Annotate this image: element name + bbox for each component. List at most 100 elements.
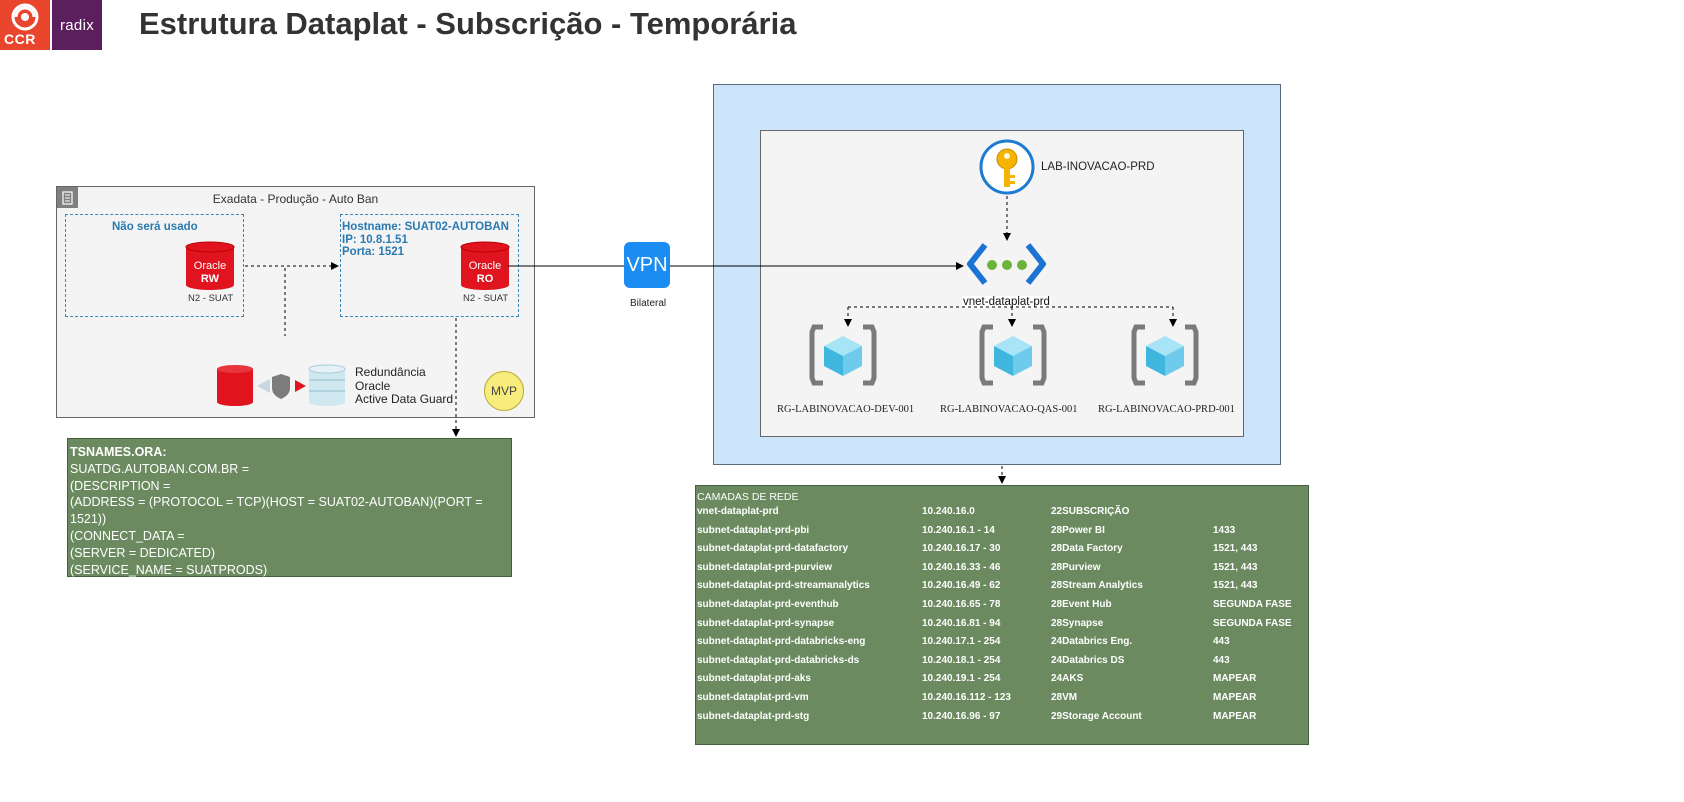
ip-range: 10.240.17.1 - 254 [922,636,1001,648]
subnet-name: vnet-dataplat-prd [697,506,779,517]
network-row: subnet-dataplat-prd-streamanalytics 10.24… [696,580,1308,598]
subnet-name: subnet-dataplat-prd-stg [697,710,810,722]
subnet-name: subnet-dataplat-prd-synapse [697,617,835,629]
primary-db-icon [217,365,253,406]
subnet-purpose: 22SUBSCRIÇÃO [1051,506,1130,517]
ports: MAPEAR [1213,710,1257,722]
ip-range: 10.240.16.33 - 46 [922,561,1001,573]
subnet-purpose: 28Event Hub [1051,599,1112,610]
page-title: Estrutura Dataplat - Subscrição - Tempor… [139,6,797,41]
resource-group-qas-icon [979,324,1047,386]
ports: SEGUNDA FASE [1213,617,1292,629]
ip-range: 10.240.16.96 - 97 [922,710,1001,722]
standby-db-icon [308,364,346,406]
ports: MAPEAR [1213,692,1257,703]
oracle-ro-database-icon [460,241,510,290]
oracle-rw-tag: N2 - SUAT [188,293,234,304]
ip-range: 10.240.16.0 [922,506,975,517]
mvp-badge: MVP [484,371,524,411]
ip-range: 10.240.16.17 - 30 [922,543,1001,555]
tsnames-note: TSNAMES.ORA: SUATDG.AUTOBAN.COM.BR = (DE… [67,438,512,593]
subnet-purpose: 28Power BI [1051,524,1105,536]
ip-range: 10.240.18.1 - 254 [922,654,1001,666]
port: Porta: 1521 [342,246,405,258]
ports: 443 [1213,636,1230,648]
network-row: subnet-dataplat-prd-databricks-ds 10.240.… [696,655,1308,673]
vnet-icon [967,243,1046,285]
subnet-name: subnet-dataplat-prd-purview [697,561,833,573]
subnet-purpose: 28VM [1051,692,1078,703]
resource-group-prd-icon [1131,324,1199,386]
vpn-caption: Bilateral [630,298,667,309]
ports: 1433 [1213,524,1236,536]
exadata-title: Exadata - Produção - Auto Ban [212,192,379,206]
ports: 443 [1213,654,1230,666]
resource-group-dev-label: RG-LABINOVACAO-DEV-001 [777,404,915,415]
unused-label: Não será usado [112,221,198,233]
tsnames-title: TSNAMES.ORA: [70,445,167,459]
tsnames-line: SUATDG.AUTOBAN.COM.BR = [70,461,250,476]
network-row: subnet-dataplat-prd-eventhub 10.240.16.65… [696,599,1308,617]
subnet-purpose: 24AKS [1051,673,1084,685]
vpn-icon: VPN [624,242,670,288]
ccr-swirl-icon [11,3,39,31]
hostname: Hostname: SUAT02-AUTOBAN [342,221,509,233]
subnet-name: subnet-dataplat-prd-datafactory [697,543,849,555]
radix-logo: radix [52,0,102,50]
ports: 1521, 443 [1213,561,1258,573]
tsnames-line: (SERVER = DEDICATED) [70,545,216,560]
oracle-ro-tag: N2 - SUAT [463,293,509,304]
tsnames-line: (UR = A) [70,579,119,594]
network-table-title: CAMADAS DE REDE [697,491,799,503]
ip-range: 10.240.16.65 - 78 [922,599,1001,610]
subnet-purpose: 24Databrics DS [1051,654,1125,666]
subnet-purpose: 28Data Factory [1051,543,1123,555]
ports: MAPEAR [1213,673,1257,685]
subnet-purpose: 28Purview [1051,561,1101,573]
subnet-purpose: 24Databrics Eng. [1051,636,1133,648]
ip-range: 10.240.16.81 - 94 [922,617,1001,629]
ip-range: 10.240.19.1 - 254 [922,673,1001,685]
host-info: Hostname: SUAT02-AUTOBAN IP: 10.8.1.51 P… [342,221,509,259]
key-vault-label: LAB-INOVACAO-PRD [1041,161,1155,173]
subnet-name: subnet-dataplat-prd-databricks-ds [697,654,860,666]
network-row: subnet-dataplat-prd-pbi 10.240.16.1 - 14 2… [696,525,1308,543]
oracle-rw-database-icon [185,241,235,290]
network-layers-table: CAMADAS DE REDE vnet-dataplat-prd 10.240.… [695,485,1309,745]
radix-logo-text: radix [59,16,94,34]
network-row: vnet-dataplat-prd 10.240.16.0 22SUBSCRIÇÃO [696,506,1308,524]
ccr-logo: CCR [0,0,50,50]
ccr-logo-text: CCR [4,31,36,47]
subnet-name: subnet-dataplat-prd-pbi [697,524,810,536]
redundancy-label: Redundância Oracle Active Data Guard [355,365,454,406]
subnet-purpose: 28Synapse [1051,617,1104,629]
network-row: subnet-dataplat-prd-synapse 10.240.16.81 … [696,618,1308,636]
subnet-name: subnet-dataplat-prd-eventhub [697,599,839,610]
unused-db-box [65,214,244,317]
resource-group-qas-label: RG-LABINOVACAO-QAS-001 [940,404,1078,415]
tsnames-line: (SERVICE_NAME = SUATPRODS) [70,562,268,577]
ip-range: 10.240.16.1 - 14 [922,524,995,536]
subnet-name: subnet-dataplat-prd-streamanalytics [697,580,870,592]
network-row: subnet-dataplat-prd-purview 10.240.16.33 … [696,562,1308,580]
shield-icon [257,374,306,399]
ports: 1521, 443 [1213,543,1258,555]
subnet-purpose: 29Storage Account [1051,710,1142,722]
ip-address: IP: 10.8.1.51 [342,233,408,246]
ports: SEGUNDA FASE [1213,599,1292,610]
tsnames-line: (DESCRIPTION = [70,478,171,493]
ip-range: 10.240.16.49 - 62 [922,580,1001,592]
tsnames-line: (CONNECT_DATA = [70,528,185,543]
network-row: subnet-dataplat-prd-databricks-eng 10.240… [696,636,1308,654]
ports: 1521, 443 [1213,580,1258,592]
network-row: subnet-dataplat-prd-stg 10.240.16.96 - 97… [696,711,1308,729]
vnet-label: vnet-dataplat-prd [962,296,1051,308]
tsnames-line: (ADDRESS = (PROTOCOL = TCP)(HOST = SUAT0… [70,495,483,527]
subnet-name: subnet-dataplat-prd-databricks-eng [697,636,866,648]
subnet-name: subnet-dataplat-prd-vm [697,692,809,703]
building-icon [57,187,78,208]
resource-group-prd-label: RG-LABINOVACAO-PRD-001 [1098,404,1235,415]
